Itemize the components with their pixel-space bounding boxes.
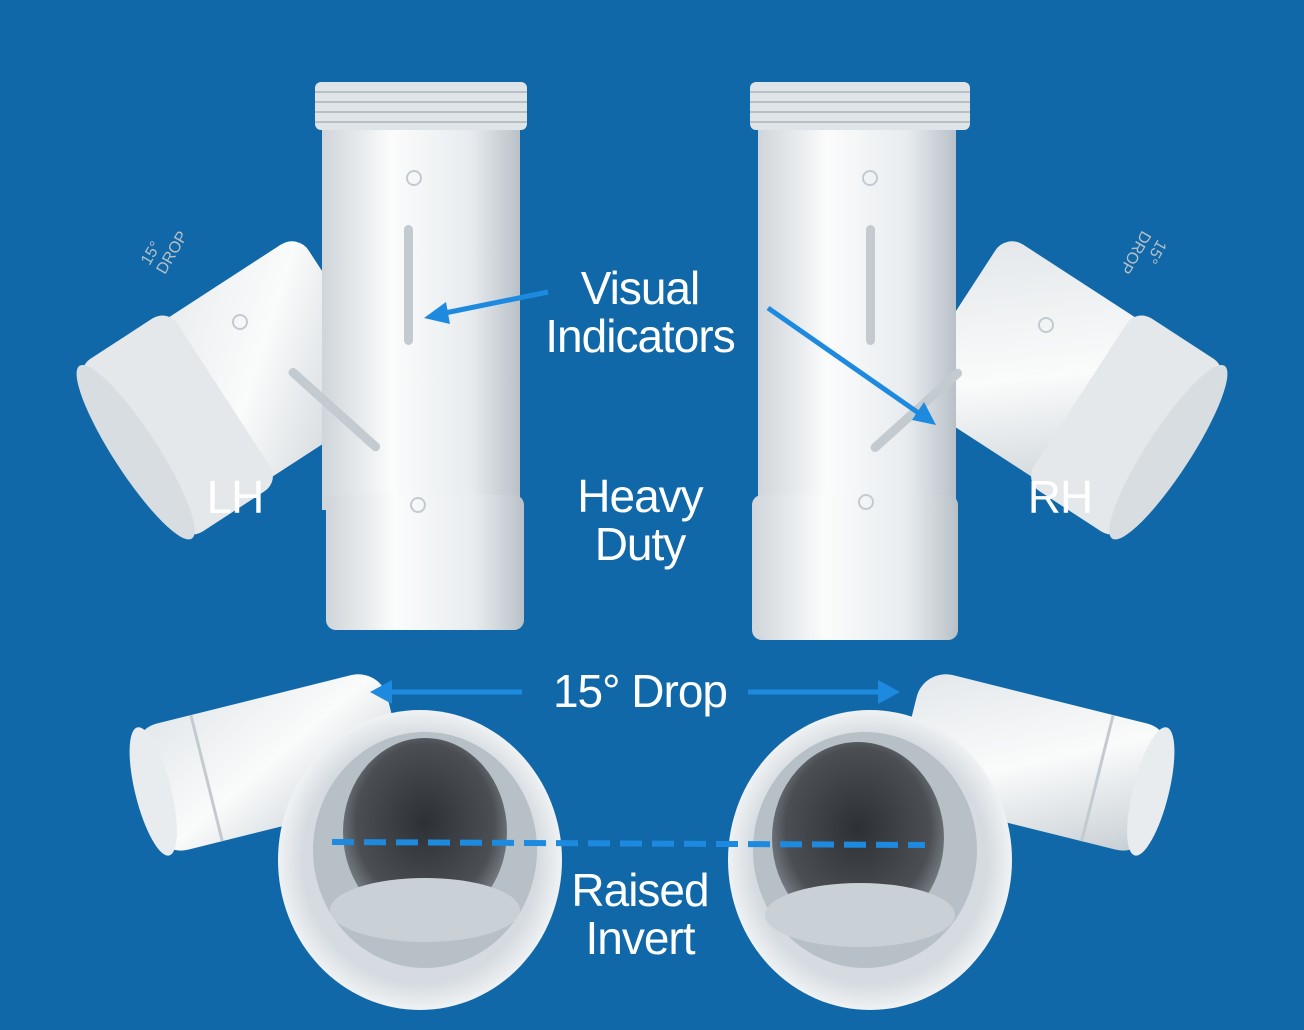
drop-label: 15° Drop <box>552 665 728 717</box>
rh-pipe-marking: 15° DROP <box>1116 228 1169 286</box>
lh-top-thread <box>315 82 527 130</box>
lh-label: LH <box>206 471 265 523</box>
rh-main-body <box>758 120 956 510</box>
rh-pipe-bore <box>772 742 944 934</box>
rh-fitting-end-view <box>728 674 1175 1010</box>
raised-invert-dashed-line <box>331 839 926 848</box>
lh-pipe-marking: 15° DROP <box>138 220 191 278</box>
drop-arrow-right <box>748 680 900 704</box>
heavy-duty-label: Heavy Duty <box>577 470 703 570</box>
rh-top-thread <box>750 82 970 130</box>
rh-label: RH <box>1027 471 1093 523</box>
lh-wye-fitting: 15° DROP <box>76 82 527 630</box>
rh-bottom-hub <box>752 495 958 640</box>
rh-branch <box>910 241 1228 540</box>
lh-bottom-hub <box>326 495 524 630</box>
drop-arrow-left <box>370 680 522 704</box>
lh-pipe-bore <box>343 738 507 926</box>
rh-visual-indicator-slot <box>866 225 875 345</box>
lh-visual-indicator-slot <box>404 225 413 345</box>
lh-fitting-end-view <box>129 674 562 1010</box>
visual-indicators-label: Visual Indicators <box>545 262 735 362</box>
lh-branch-indicator-slot <box>288 367 381 452</box>
lh-main-body <box>322 120 520 510</box>
visual-indicator-arrow-right <box>766 305 936 425</box>
raised-invert-label: Raised Invert <box>571 864 709 964</box>
visual-indicator-arrow-left <box>424 289 549 324</box>
rh-wye-fitting: 15° DROP <box>750 82 1228 640</box>
